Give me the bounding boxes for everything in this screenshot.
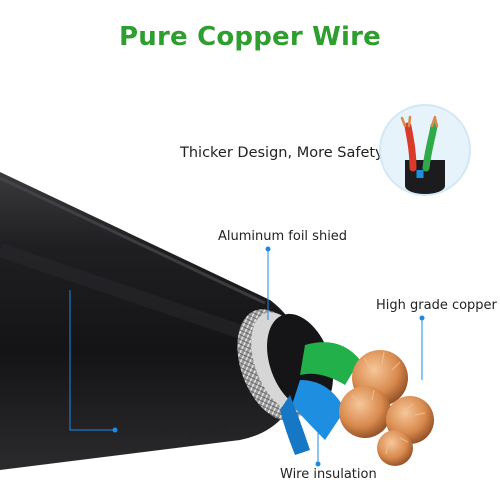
inner-wires: [267, 313, 360, 455]
label-foil: Aluminum foil shied: [218, 229, 348, 244]
tagline-text: Thicker Design, More Safety: [180, 145, 384, 161]
label-jacket: PVC cable jacket: [120, 423, 228, 438]
copper-pointer: [419, 315, 425, 380]
label-insulation: Wire insulation: [280, 467, 377, 482]
copper-strands: [339, 350, 434, 466]
wire-inset-icon: [379, 104, 471, 196]
insulation-pointer: [315, 410, 321, 467]
jacket-pointer: [69, 290, 118, 433]
label-copper: High grade copper: [376, 298, 497, 313]
cable-jacket: [0, 172, 302, 470]
page-title: Pure Copper Wire: [119, 22, 381, 52]
foil-pointer: [265, 246, 271, 320]
